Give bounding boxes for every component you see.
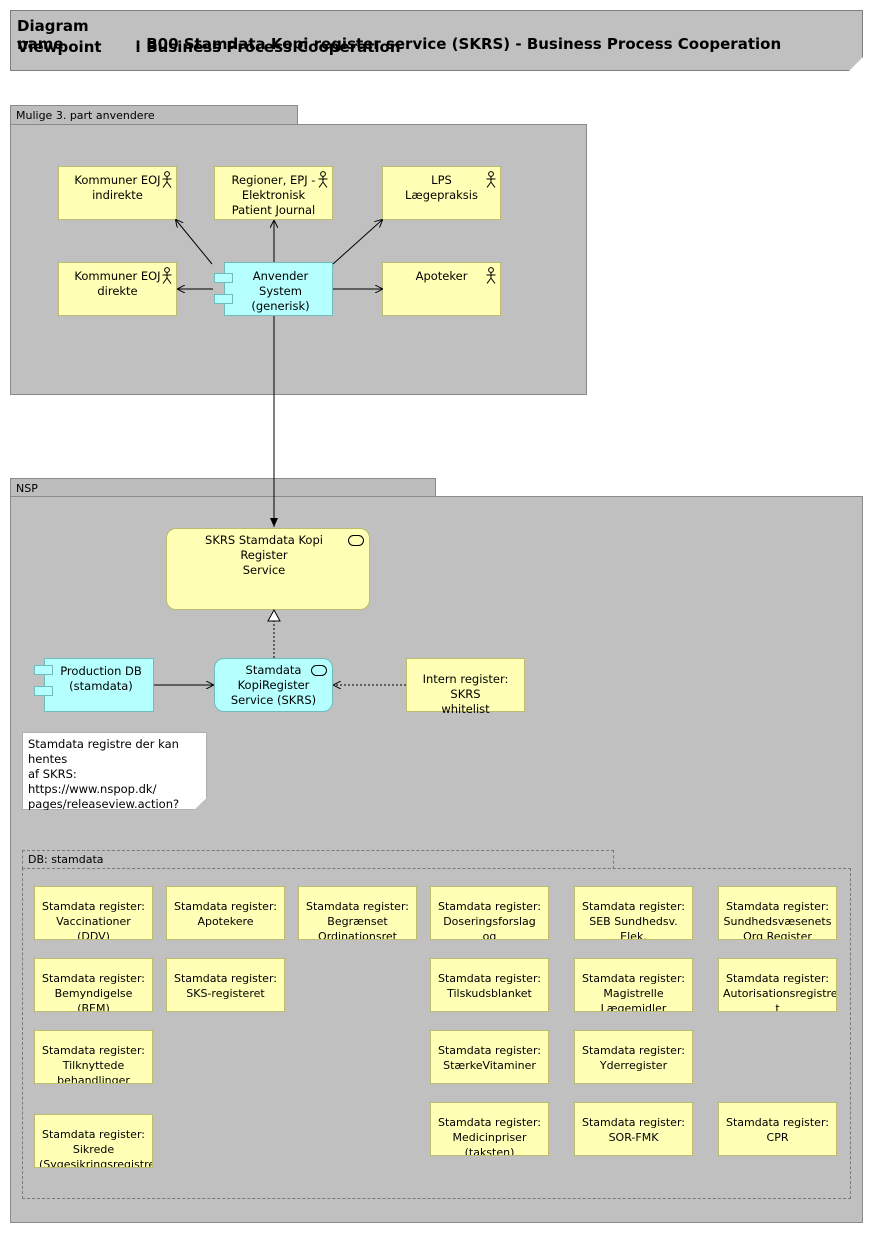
actor-icon [486, 171, 496, 188]
whitelist-label: Intern register: SKRS whitelist [422, 672, 509, 716]
register-label: Stamdata register: Medicinpriser (takste… [438, 1116, 541, 1156]
component-icon [34, 665, 54, 696]
application-service-skrs[interactable]: Stamdata KopiRegister Service (SKRS) [214, 658, 333, 712]
register-label: Stamdata register: StærkeVitaminer [438, 1044, 541, 1072]
register-label: Stamdata register: Yderregister [582, 1044, 685, 1072]
actor-label: LPS Lægepraksis [405, 173, 478, 202]
actor-icon [486, 267, 496, 284]
diagram-name-value: : B00 Stamdata Kopi register service (SK… [135, 35, 782, 53]
register-sikrede[interactable]: Stamdata register: Sikrede (Sygesikrings… [34, 1114, 153, 1168]
register-label: Stamdata register: Doseringsforslag og -… [438, 900, 541, 940]
register-sks[interactable]: Stamdata register: SKS-registeret [166, 958, 285, 1012]
group-third-party[interactable] [10, 124, 587, 395]
register-label: Stamdata register: Sikrede (Sygesikrings… [39, 1128, 153, 1168]
intern-register-whitelist[interactable]: Intern register: SKRS whitelist [406, 658, 525, 716]
register-label: Stamdata register: SEB Sundhedsv. Elek. … [582, 900, 685, 940]
register-autorisationsregistret[interactable]: Stamdata register: Autorisationsregistre… [718, 958, 837, 1012]
diagram-name-line: Diagram name : B00 Stamdata Kopi register… [17, 17, 781, 53]
register-medicinpriser[interactable]: Stamdata register: Medicinpriser (takste… [430, 1102, 549, 1156]
service-icon [311, 665, 327, 676]
group-nsp-tab[interactable]: NSP [10, 478, 436, 497]
group-third-party-tab[interactable]: Mulige 3. part anvendere [10, 105, 298, 125]
register-label: Stamdata register: Begrænset Ordinations… [306, 900, 409, 940]
group-nsp-label: NSP [16, 482, 38, 495]
group-db-stamdata[interactable] [22, 868, 851, 1199]
group-third-party-label: Mulige 3. part anvendere [16, 109, 155, 122]
service-icon [348, 535, 364, 546]
register-bemyndigelse-bem[interactable]: Stamdata register: Bemyndigelse (BEM) [34, 958, 153, 1012]
register-tilknyttede-behandlinger[interactable]: Stamdata register: Tilknyttede behandlin… [34, 1030, 153, 1084]
viewpoint-key: Viewpoint [17, 38, 102, 56]
register-label: Stamdata register: Vaccinationer (DDV) [42, 900, 145, 940]
component-icon [214, 273, 234, 304]
actor-lps-laegepraksis[interactable]: LPS Lægepraksis [382, 166, 501, 220]
actor-icon [162, 267, 172, 284]
group-nsp[interactable] [10, 496, 863, 1223]
register-label: Stamdata register: SOR-FMK [582, 1116, 685, 1144]
register-magistrelle-laegemidler[interactable]: Stamdata register: Magistrelle Lægemidle… [574, 958, 693, 1012]
register-yderregister[interactable]: Stamdata register: Yderregister [574, 1030, 693, 1084]
register-cpr[interactable]: Stamdata register: CPR [718, 1102, 837, 1156]
register-seb-brugerstyring[interactable]: Stamdata register: SEB Sundhedsv. Elek. … [574, 886, 693, 940]
actor-label: Kommuner EOJ indirekte [74, 173, 161, 202]
actor-kommuner-eoj-direkte[interactable]: Kommuner EOJ direkte [58, 262, 177, 316]
actor-icon [162, 171, 172, 188]
register-apotekere[interactable]: Stamdata register: Apotekere [166, 886, 285, 940]
business-service-skrs[interactable]: SKRS Stamdata Kopi Register Service [166, 528, 370, 610]
register-label: Stamdata register: Autorisationsregistre… [723, 972, 837, 1012]
actor-icon [318, 171, 328, 188]
register-tilskudsblanket[interactable]: Stamdata register: Tilskudsblanket [430, 958, 549, 1012]
component-label: Anvender System (generisk) [251, 269, 310, 313]
business-service-label: SKRS Stamdata Kopi Register Service [205, 533, 323, 577]
register-label: Stamdata register: Bemyndigelse (BEM) [42, 972, 145, 1012]
register-label: Stamdata register: Magistrelle Lægemidle… [582, 972, 685, 1012]
register-label: Stamdata register: Apotekere [174, 900, 277, 928]
application-service-label: Stamdata KopiRegister Service (SKRS) [230, 663, 317, 707]
note-stamdata-registre[interactable]: Stamdata registre der kan hentes af SKRS… [22, 732, 207, 810]
note-text: Stamdata registre der kan hentes af SKRS… [28, 737, 180, 811]
register-label: Stamdata register: Tilskudsblanket [438, 972, 541, 1000]
actor-label: Apoteker [415, 269, 468, 283]
register-staerkevitaminer[interactable]: Stamdata register: StærkeVitaminer [430, 1030, 549, 1084]
component-label: Production DB (stamdata) [60, 664, 142, 693]
register-label: Stamdata register: SKS-registeret [174, 972, 277, 1000]
register-vaccinationer-ddv[interactable]: Stamdata register: Vaccinationer (DDV) [34, 886, 153, 940]
viewpoint-line: Viewpoint : Business Process Cooperation [17, 38, 401, 56]
diagram-name-key: Diagram name [17, 17, 89, 53]
viewpoint-value: : Business Process Cooperation [135, 38, 401, 56]
actor-apoteker[interactable]: Apoteker [382, 262, 501, 316]
group-db-stamdata-tab[interactable]: DB: stamdata [22, 850, 614, 869]
actor-label: Regioner, EPJ - Elektronisk Patient Jour… [231, 173, 316, 217]
folded-corner-icon [849, 57, 863, 71]
register-sor2[interactable]: Stamdata register: Sundhedsvæsenets Org … [718, 886, 837, 940]
register-label: Stamdata register: Sundhedsvæsenets Org … [723, 900, 832, 940]
actor-regioner-epj[interactable]: Regioner, EPJ - Elektronisk Patient Jour… [214, 166, 333, 220]
group-db-stamdata-label: DB: stamdata [28, 853, 104, 866]
register-doseringsforslag[interactable]: Stamdata register: Doseringsforslag og -… [430, 886, 549, 940]
actor-label: Kommuner EOJ direkte [74, 269, 161, 298]
register-sor-fmk[interactable]: Stamdata register: SOR-FMK [574, 1102, 693, 1156]
component-production-db[interactable]: Production DB (stamdata) [34, 658, 154, 712]
register-begraenset-ordinationsret[interactable]: Stamdata register: Begrænset Ordinations… [298, 886, 417, 940]
register-label: Stamdata register: CPR [726, 1116, 829, 1144]
actor-kommuner-eoj-indirekte[interactable]: Kommuner EOJ indirekte [58, 166, 177, 220]
component-anvender-system[interactable]: Anvender System (generisk) [214, 262, 333, 316]
register-label: Stamdata register: Tilknyttede behandlin… [42, 1044, 145, 1084]
diagram-header: Diagram name : B00 Stamdata Kopi register… [10, 10, 863, 71]
